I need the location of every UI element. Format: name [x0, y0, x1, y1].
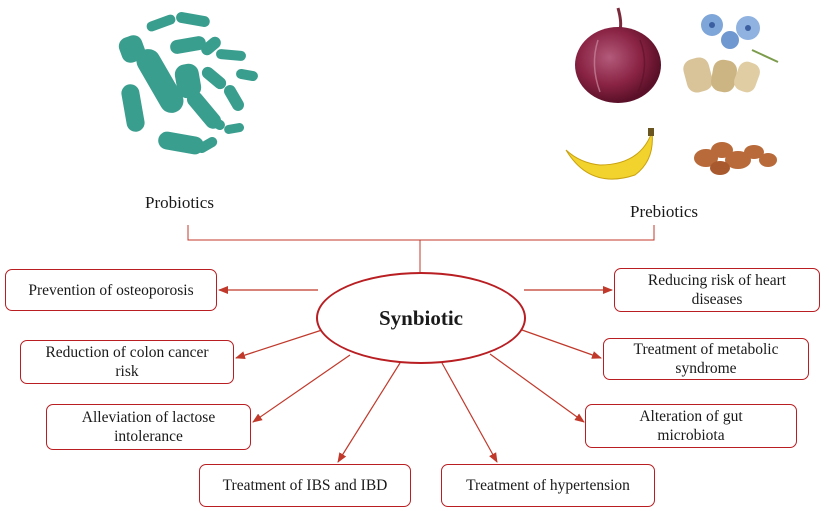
sources-bracket: [187, 225, 655, 241]
arrow-hypertension: [441, 362, 498, 463]
chicory-icon: [683, 14, 779, 93]
benefit-colon-cancer-label: Reduction of colon cancer risk: [45, 344, 209, 380]
benefit-gut-microbiota-label: Alteration of gut microbiota: [639, 408, 743, 444]
benefit-hypertension-label: Treatment of hypertension: [466, 477, 630, 494]
benefit-osteoporosis: Prevention of osteoporosis: [5, 269, 217, 311]
benefit-hypertension: Treatment of hypertension: [441, 464, 655, 507]
arrow-metabolic: [521, 329, 602, 359]
benefit-colon-cancer: Reduction of colon cancer risk: [20, 340, 234, 384]
ginger-icon: [694, 142, 777, 175]
benefit-ibs-ibd: Treatment of IBS and IBD: [199, 464, 411, 507]
benefit-ibs-ibd-label: Treatment of IBS and IBD: [222, 477, 388, 494]
synbiotic-node: Synbiotic: [316, 272, 526, 364]
bacteria-icon: [118, 11, 258, 155]
onion-icon: [575, 7, 661, 103]
benefit-osteoporosis-label: Prevention of osteoporosis: [28, 281, 194, 299]
arrow-ibs-ibd: [337, 362, 401, 463]
benefit-heart-label: Reducing risk of heart diseases: [647, 272, 787, 308]
benefit-gut-microbiota: Alteration of gut microbiota: [585, 404, 797, 448]
prebiotics-label: Prebiotics: [630, 202, 698, 221]
arrow-gut: [489, 353, 585, 423]
probiotics-label: Probiotics: [145, 193, 214, 212]
benefit-metabolic: Treatment of metabolic syndrome: [603, 338, 809, 380]
arrow-colon-cancer: [235, 329, 323, 360]
arrow-lactose: [252, 354, 351, 423]
benefit-heart: Reducing risk of heart diseases: [614, 268, 820, 312]
synbiotic-label: Synbiotic: [378, 305, 464, 330]
benefit-lactose: Alleviation of lactose intolerance: [46, 404, 251, 450]
banana-icon: [565, 128, 654, 180]
benefit-metabolic-label: Treatment of metabolic syndrome: [633, 341, 779, 377]
benefit-lactose-label: Alleviation of lactose intolerance: [81, 409, 216, 445]
